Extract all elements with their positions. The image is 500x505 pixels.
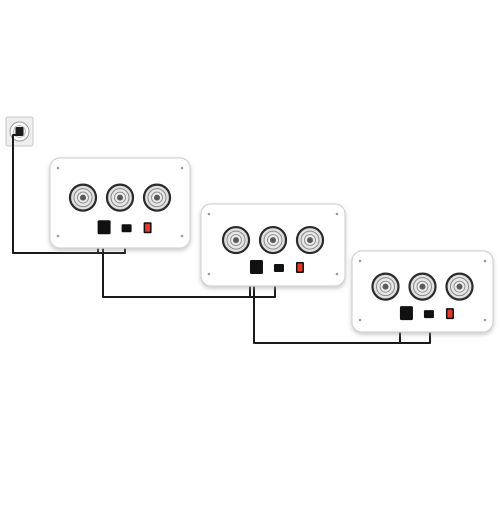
screw-icon (207, 212, 211, 216)
fan-icon (221, 225, 251, 255)
fan-icon (105, 183, 135, 212)
cable-unit-1-to-unit-2-b (102, 236, 251, 298)
screw-icon (56, 234, 60, 238)
screw-icon (358, 259, 362, 263)
screw-icon (335, 272, 339, 276)
screw-icon (207, 272, 211, 276)
fan-icon (371, 272, 400, 301)
rocker-switch-icon (143, 222, 152, 234)
wall-outlet-icon (5, 116, 34, 147)
screw-icon (358, 318, 362, 322)
power-inlet-icon (399, 306, 413, 321)
light-unit-3 (351, 250, 494, 333)
light-unit-1 (49, 157, 191, 249)
fan-icon (295, 225, 325, 255)
light-unit-2 (200, 203, 346, 287)
fan-icon (408, 272, 437, 301)
screw-icon (56, 166, 60, 170)
screw-icon (335, 212, 339, 216)
screw-icon (180, 234, 184, 238)
rocker-switch-icon (445, 308, 454, 320)
cable-unit-2-to-unit-3-b (253, 286, 431, 344)
power-outlet-icon (423, 310, 434, 319)
fan-icon (445, 272, 474, 301)
screw-icon (180, 166, 184, 170)
fan-icon (68, 183, 98, 212)
power-outlet-icon (121, 224, 132, 233)
fan-icon (258, 225, 288, 255)
power-outlet-icon (273, 263, 284, 272)
rocker-switch-icon (295, 261, 304, 273)
screw-icon (483, 318, 487, 322)
power-inlet-icon (97, 220, 111, 235)
fan-icon (142, 183, 172, 212)
power-inlet-icon (249, 259, 263, 274)
screw-icon (483, 259, 487, 263)
